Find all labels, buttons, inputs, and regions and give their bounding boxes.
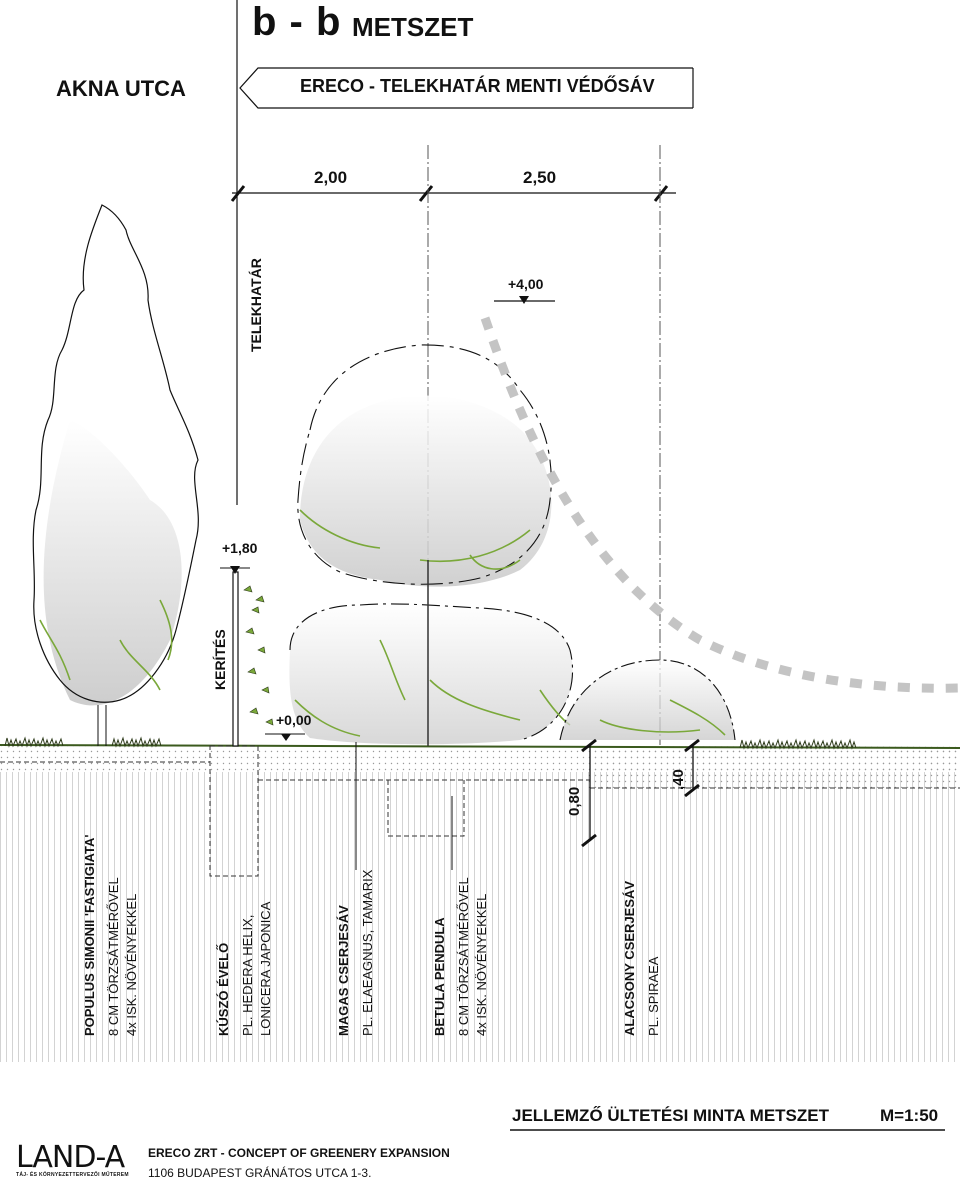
level-fence: +1,80: [222, 540, 258, 556]
plant-1-line2: 4x ISK. NÖVÉNYEKKEL: [124, 893, 139, 1036]
plant-1-name: POPULUS SIMONII 'FASTIGIATA': [82, 834, 97, 1036]
street-name: AKNA UTCA: [56, 76, 186, 101]
plant-5-name: ALACSONY CSERJESÁV: [622, 880, 637, 1036]
subsoil-hatch: [0, 772, 960, 1062]
dimension-line: [230, 185, 676, 202]
fence-label: KERÍTÉS: [212, 629, 228, 690]
header-frame: [236, 0, 694, 505]
company-address: 1106 BUDAPEST GRÁNÁTOS UTCA 1-3.: [148, 1166, 372, 1180]
leader-lines: [355, 742, 453, 870]
plant-2-name: KÚSZÓ ÉVELŐ: [216, 942, 231, 1036]
grass: [4, 736, 857, 750]
plant-4-line1: 8 CM TÖRZSÁTMÉRŐVEL: [456, 877, 471, 1036]
fence: [220, 566, 274, 747]
section-title-word: METSZET: [352, 12, 474, 42]
canopy-arc: [480, 316, 960, 693]
level-ground: +0,00: [276, 712, 312, 728]
plant-2-line1: PL. HEDERA HELIX,: [240, 914, 255, 1036]
boundary-label: TELEKHATÁR: [248, 258, 264, 352]
plant-3-name: MAGAS CSERJESÁV: [336, 905, 351, 1036]
zone-title: ERECO - TELEKHATÁR MENTI VÉDŐSÁV: [300, 76, 655, 96]
company-logo: LAND-A: [16, 1140, 125, 1175]
low-shrub: [559, 659, 736, 741]
plant-4-line2: 4x ISK. NÖVÉNYEKKEL: [474, 893, 489, 1036]
plant-2-line2: LONICERA JAPONICA: [258, 901, 273, 1036]
level-marker-top: [494, 296, 555, 304]
level-top: +4,00: [508, 276, 544, 292]
plant-1-line1: 8 CM TÖRZSÁTMÉRŐVEL: [106, 877, 121, 1036]
ground-line: [0, 744, 960, 749]
company-project: ERECO ZRT - CONCEPT OF GREENERY EXPANSIO…: [148, 1146, 450, 1160]
tall-shrub: [289, 603, 574, 745]
footer-title: JELLEMZŐ ÜLTETÉSI MINTA METSZET: [512, 1106, 830, 1125]
depth-label-1: 0,80: [566, 786, 583, 816]
depth-dimensions: [581, 738, 700, 848]
dimension-first: 2,00: [314, 168, 348, 187]
level-marker-ground: [265, 733, 305, 741]
plant-4-name: BETULA PENDULA: [432, 917, 447, 1036]
footer-scale: M=1:50: [880, 1106, 939, 1125]
company-logo-subtitle: TÁJ- ÉS KÖRNYEZETTERVEZŐI MŰTEREM: [16, 1172, 129, 1178]
depth-label-2: ,40: [670, 769, 687, 790]
plant-3-line1: PL. ELAEAGNUS, TAMARIX: [360, 869, 375, 1036]
section-title: b - b: [252, 0, 342, 44]
topsoil-band-right: [588, 750, 960, 788]
birch-canopy: [297, 344, 552, 587]
populus-tree: [32, 204, 199, 746]
dimension-second: 2,50: [523, 168, 557, 187]
plant-5-line1: PL. SPIRAEA: [646, 956, 661, 1036]
